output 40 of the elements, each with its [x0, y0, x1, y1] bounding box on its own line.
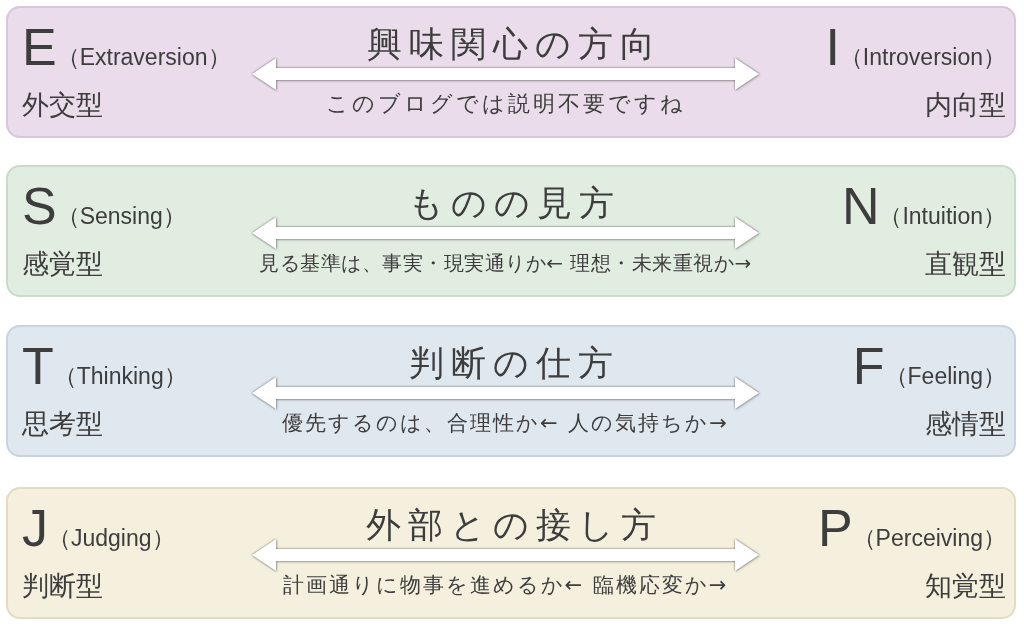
type-name: （Introversion） [839, 44, 1006, 70]
category-band [6, 6, 1016, 138]
band-title: 判断の仕方 [408, 342, 620, 385]
category-band [6, 325, 1016, 457]
type-name: （Intuition） [879, 203, 1006, 229]
type-letter: I [825, 18, 840, 76]
type-name: （Judging） [48, 525, 175, 551]
double-arrow [252, 217, 759, 249]
type-name: （Feeling） [884, 363, 1006, 389]
edge-label: このブログでは説明不要ですね [325, 90, 686, 118]
type-label: 感覚型 [22, 247, 103, 281]
double-arrow [252, 377, 759, 409]
category-band [6, 487, 1016, 619]
type-name: （Perceiving） [852, 525, 1006, 551]
band-title: ものの見方 [407, 182, 621, 225]
double-arrow [252, 58, 759, 90]
type-letter: P [817, 499, 853, 557]
type-letter: F [852, 337, 885, 395]
type-name: （Sensing） [56, 203, 186, 229]
type-label: 内向型 [925, 88, 1006, 122]
edge-label: 計画通りに物事を進めるか← 臨機応変か→ [282, 572, 729, 599]
edge-label: 優先するのは、合理性か← 人の気持ちか→ [282, 410, 729, 437]
type-label: 判断型 [22, 569, 103, 603]
type-name: （Extraversion） [56, 44, 231, 70]
type-name: （Thinking） [53, 363, 187, 389]
double-arrow [252, 539, 759, 571]
type-label: 外交型 [22, 88, 103, 122]
type-label: 直観型 [925, 247, 1006, 281]
type-label: 知覚型 [925, 569, 1006, 603]
type-letter: S [22, 177, 57, 235]
edge-label: 見る基準は、事実・現実通りか← 理想・未来重視か→ [259, 250, 752, 277]
type-letter: T [22, 337, 54, 395]
category-band [6, 165, 1016, 297]
band-title: 外部との接し方 [365, 504, 663, 547]
band-title: 興味関心の方向 [366, 23, 662, 66]
type-letter: J [22, 499, 48, 557]
type-label: 感情型 [925, 407, 1006, 441]
type-letter: N [841, 177, 880, 235]
type-label: 思考型 [22, 407, 103, 441]
type-letter: E [22, 18, 57, 76]
